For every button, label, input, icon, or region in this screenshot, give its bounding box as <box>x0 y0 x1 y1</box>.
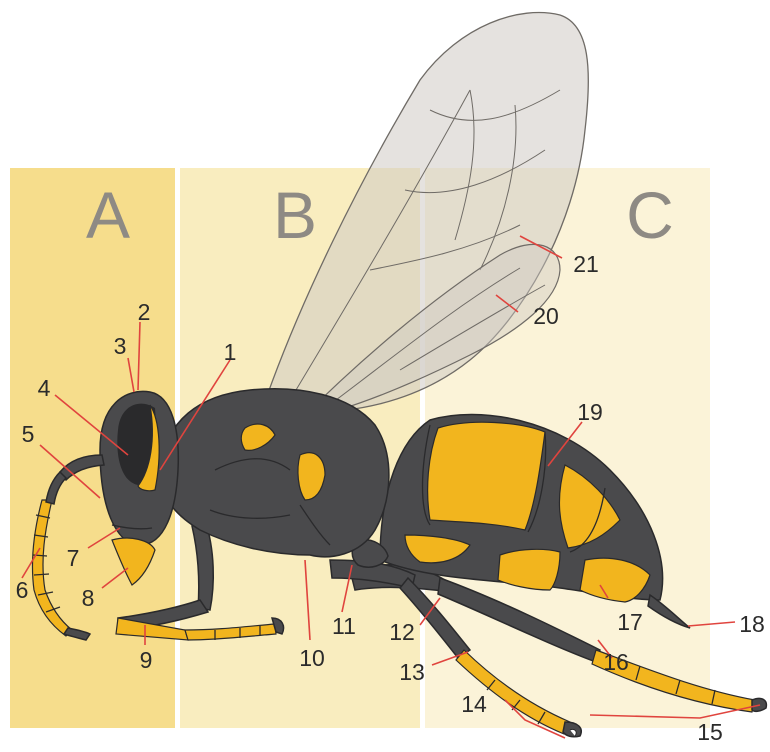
callout-13: 13 <box>399 659 425 685</box>
callout-14: 14 <box>461 691 487 717</box>
callout-17: 17 <box>617 609 643 635</box>
callout-5: 5 <box>22 421 35 447</box>
callout-9: 9 <box>140 647 153 673</box>
callout-10: 10 <box>299 645 325 671</box>
callout-4: 4 <box>38 375 51 401</box>
callout-18: 18 <box>739 611 765 637</box>
callout-2: 2 <box>138 299 151 325</box>
callout-15: 15 <box>697 719 723 745</box>
callout-7: 7 <box>67 545 80 571</box>
callout-19: 19 <box>577 399 603 425</box>
callout-8: 8 <box>82 585 95 611</box>
callout-16: 16 <box>603 649 629 675</box>
callout-11: 11 <box>332 613 356 639</box>
abdomen-band-3 <box>498 549 560 590</box>
region-a-label: A <box>86 178 130 252</box>
callout-6: 6 <box>16 577 29 603</box>
callout-12: 12 <box>389 619 415 645</box>
callout-3: 3 <box>114 333 127 359</box>
abdomen-band-1 <box>428 422 545 530</box>
callout-1: 1 <box>224 339 237 365</box>
region-b-label: B <box>273 178 317 252</box>
region-c-label: C <box>626 178 674 252</box>
callout-21: 21 <box>573 251 599 277</box>
callout-20: 20 <box>533 303 559 329</box>
